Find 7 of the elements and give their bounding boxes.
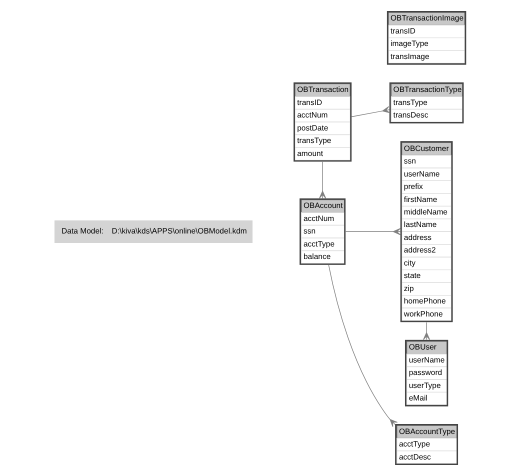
connector [318,162,326,199]
label: Data Model: [61,226,103,236]
connector [350,106,390,118]
label: D:\kiva\kds\APPS\online\OBModel.kdm [111,226,246,236]
connector [422,322,430,340]
connector [344,228,400,236]
connector [328,264,398,428]
